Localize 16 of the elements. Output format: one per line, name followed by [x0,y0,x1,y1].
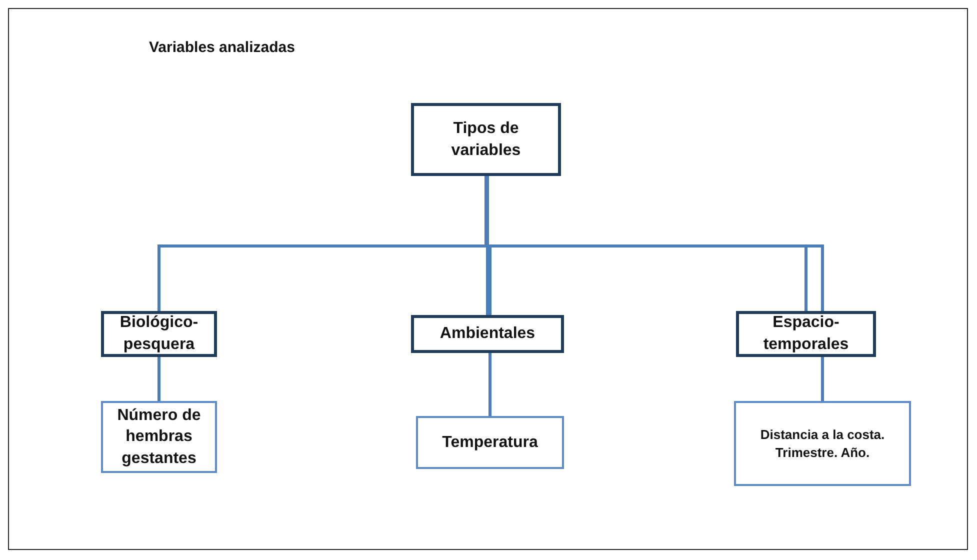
category-box [411,315,564,353]
variable-box [416,416,564,469]
variable-box [101,401,217,473]
diagram-title: Variables analizadas [149,39,295,56]
box-label: Tipos de variables [450,118,522,160]
category-box [101,311,217,357]
box-label: Biológico-pesquera [118,313,200,355]
box-label: Espacio-temporales [762,313,850,355]
connector-line [158,357,160,401]
box-label: Temperatura [442,432,538,453]
category-box [411,103,561,176]
variable-box [734,401,911,486]
box-label: Número de hembras gestantes [116,406,202,469]
category-box [736,311,876,357]
box-label: Distancia a la costa. Trimestre. Año. [759,426,886,462]
box-label: Ambientales [440,324,536,344]
